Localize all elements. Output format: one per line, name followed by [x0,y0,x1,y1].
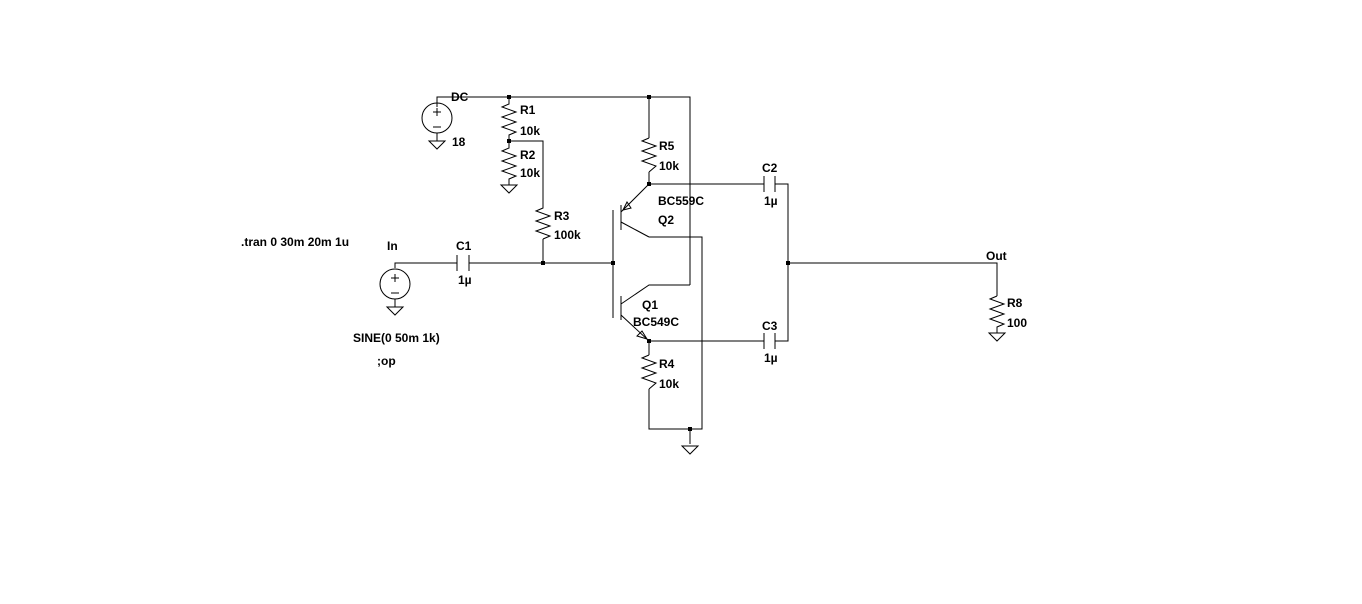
q1-name: Q1 [642,298,658,312]
resistor-r4[interactable] [640,354,658,390]
r2-value: 10k [520,166,540,180]
resistor-r1[interactable] [500,97,518,141]
junction-dot [541,261,545,265]
wire-r4-ground[interactable] [648,236,703,430]
ground-icon [499,184,519,194]
c1-value: 1µ [458,273,472,287]
emitter-arrow-icon [622,201,632,211]
capacitor-c3[interactable] [763,333,776,349]
transistor-q2-pnp[interactable] [612,183,650,263]
c2-name: C2 [762,161,778,175]
ground-icon [385,306,405,316]
dc-source-name: DC [451,90,469,104]
wire-r1-r2-node[interactable] [509,140,544,205]
junction-dot [688,427,692,431]
input-net-label[interactable]: In [387,239,398,253]
output-net-label[interactable]: Out [986,249,1007,263]
wire-base-node[interactable] [394,262,613,268]
sine-voltage-source[interactable] [379,268,411,316]
junction-dot [647,95,651,99]
r8-name: R8 [1007,296,1023,310]
sine-source-value: SINE(0 50m 1k) [353,331,440,345]
r4-name: R4 [659,357,675,371]
emitter-arrow-icon [636,330,649,340]
resistor-r3[interactable] [534,205,552,240]
wires [394,96,998,444]
q1-model: BC549C [633,315,679,329]
r8-value: 100 [1007,316,1027,330]
op-directive[interactable]: ;op [377,354,396,368]
tran-directive[interactable]: .tran 0 30m 20m 1u [241,235,349,249]
transistor-q1-npn[interactable] [612,263,690,342]
r2-name: R2 [520,148,536,162]
r3-value: 100k [554,228,581,242]
ground-icon [987,332,1007,342]
r1-value: 10k [520,124,540,138]
r3-name: R3 [554,209,570,223]
junction-dot [786,261,790,265]
c3-value: 1µ [764,351,778,365]
r5-value: 10k [659,159,679,173]
r1-name: R1 [520,103,536,117]
q2-name: Q2 [658,213,674,227]
c1-name: C1 [456,239,472,253]
r5-name: R5 [659,139,675,153]
wire-supply-rail[interactable] [436,96,691,285]
c3-name: C3 [762,319,778,333]
dc-source-value: 18 [452,135,466,149]
c2-value: 1µ [764,194,778,208]
r4-value: 10k [659,377,679,391]
q2-model: BC559C [658,194,704,208]
ground-icon[interactable] [680,445,700,455]
ground-icon [427,140,447,150]
capacitor-c2[interactable] [763,176,776,192]
resistor-r8[interactable] [987,295,1007,342]
dc-voltage-source[interactable] [421,102,453,150]
resistor-r2[interactable] [499,141,519,194]
capacitor-c1[interactable] [456,255,470,271]
resistor-r5[interactable] [640,137,658,173]
wire-output[interactable] [788,262,998,296]
